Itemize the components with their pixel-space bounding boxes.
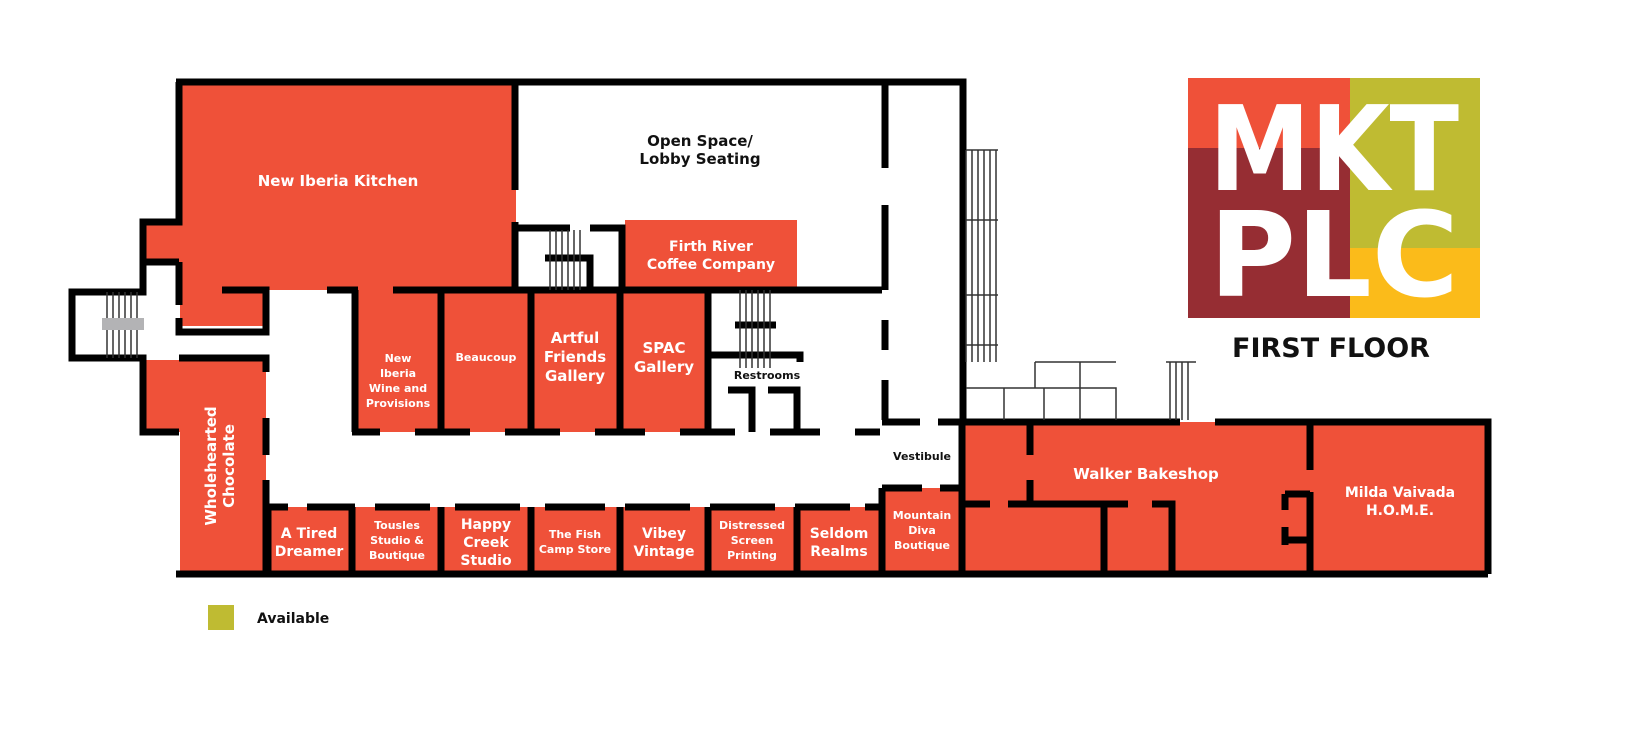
label-spac: Gallery (634, 358, 694, 376)
stairs (102, 149, 1196, 420)
label-tousles: Tousles (374, 519, 420, 532)
label-wine: New (385, 352, 412, 365)
label-happy-creek: Studio (460, 553, 512, 569)
room-walker-bakeshop[interactable] (962, 422, 1312, 574)
room-firth-river[interactable] (625, 220, 797, 290)
label-seldom: Seldom (810, 526, 869, 542)
label-vestibule: Vestibule (893, 450, 951, 463)
label-open-space: Lobby Seating (639, 150, 760, 168)
room-labels: New Iberia Kitchen Open Space/ Lobby Sea… (202, 132, 1455, 569)
label-fish-camp: The Fish (549, 528, 601, 541)
label-wholehearted: Wholehearted (202, 406, 220, 525)
label-tousles: Studio & (370, 534, 424, 547)
label-wine: Wine and (369, 382, 427, 395)
legend: Available (208, 605, 329, 630)
label-mountain-diva: Mountain (893, 509, 951, 522)
room-spac-gallery[interactable] (620, 290, 708, 432)
label-distressed: Screen (731, 534, 774, 547)
room-new-iberia-wine[interactable] (355, 290, 441, 432)
label-vibey: Vibey (642, 526, 686, 542)
label-firth-river: Coffee Company (647, 257, 775, 273)
room-beaucoup[interactable] (441, 290, 531, 432)
label-mountain-diva: Diva (908, 524, 936, 537)
label-milda-vaivada: Milda Vaivada (1345, 485, 1455, 501)
label-open-space: Open Space/ (647, 132, 753, 150)
label-happy-creek: Happy (461, 517, 511, 533)
label-walker-bakeshop: Walker Bakeshop (1073, 465, 1219, 483)
rooms-fill (143, 84, 1488, 574)
label-artful: Friends (544, 348, 606, 366)
room-wholehearted[interactable] (180, 360, 266, 574)
label-fish-camp: Camp Store (539, 543, 611, 556)
legend-available-swatch (208, 605, 234, 630)
room-kitchen-extension (180, 288, 266, 326)
room-artful-friends[interactable] (531, 290, 620, 432)
label-tousles: Boutique (369, 549, 425, 562)
logo-text-plc: PLC (1209, 186, 1459, 324)
label-tired-dreamer: A Tired (281, 526, 337, 542)
label-artful: Artful (551, 329, 600, 347)
label-wholehearted: Chocolate (220, 424, 238, 508)
room-chocolate-annex (143, 360, 181, 432)
label-restrooms: Restrooms (734, 369, 801, 382)
label-new-iberia-kitchen: New Iberia Kitchen (258, 172, 419, 190)
floor-title: FIRST FLOOR (1232, 333, 1430, 364)
label-firth-river: Firth River (669, 239, 753, 255)
label-artful: Gallery (545, 367, 605, 385)
legend-available-label: Available (257, 611, 329, 627)
label-seldom: Realms (810, 544, 867, 560)
room-new-iberia-kitchen[interactable] (180, 84, 516, 290)
label-happy-creek: Creek (463, 535, 509, 551)
label-beaucoup: Beaucoup (456, 351, 517, 364)
label-wine: Iberia (380, 367, 416, 380)
walls (68, 78, 1492, 578)
mktplc-logo: MKT PLC (1188, 78, 1480, 324)
label-spac: SPAC (642, 339, 685, 357)
label-mountain-diva: Boutique (894, 539, 950, 552)
label-tired-dreamer: Dreamer (275, 544, 344, 560)
label-distressed: Distressed (719, 519, 785, 532)
label-wine: Provisions (366, 397, 431, 410)
logo-text-mkt: MKT (1209, 80, 1459, 218)
elevator-landing (102, 318, 144, 330)
room-milda-vaivada[interactable] (1310, 422, 1488, 574)
label-distressed: Printing (727, 549, 777, 562)
room-bottom-row (266, 507, 882, 574)
room-mountain-diva[interactable] (882, 488, 962, 574)
label-milda-vaivada: H.O.M.E. (1366, 503, 1434, 519)
label-vibey: Vintage (633, 544, 694, 560)
room-kitchen-annex (143, 222, 181, 262)
